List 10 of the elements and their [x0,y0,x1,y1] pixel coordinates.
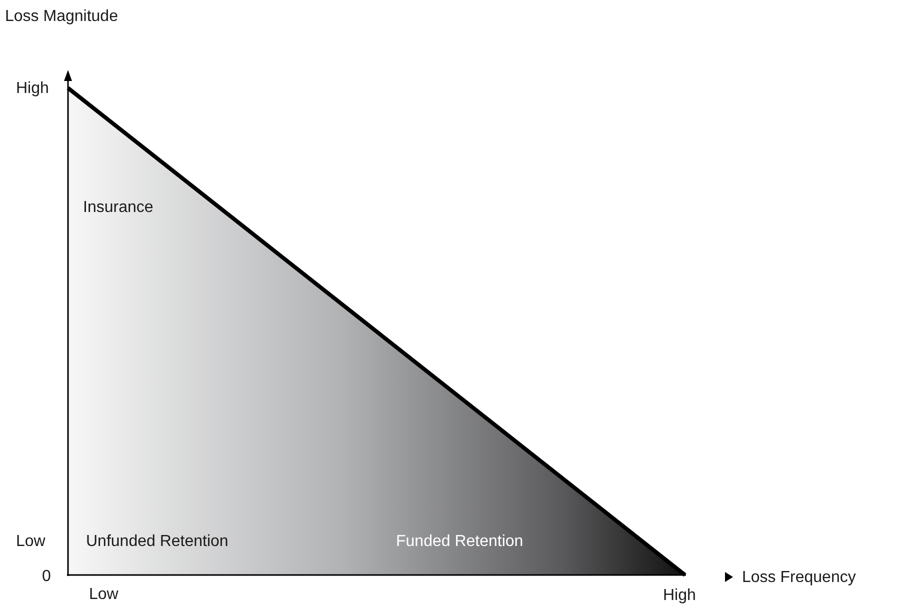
tick-label: High [16,80,49,98]
region-label: Funded Retention [396,533,524,551]
axis-title: Loss Magnitude [5,8,118,26]
axis-title: Loss Frequency [742,569,856,587]
region-label: Unfunded Retention [86,533,228,551]
tick-label: High [663,587,696,605]
tick-label: Low [16,533,46,551]
tick-label: Low [89,586,118,604]
region-label: Insurance [83,199,154,217]
tick-label: 0 [42,568,51,586]
